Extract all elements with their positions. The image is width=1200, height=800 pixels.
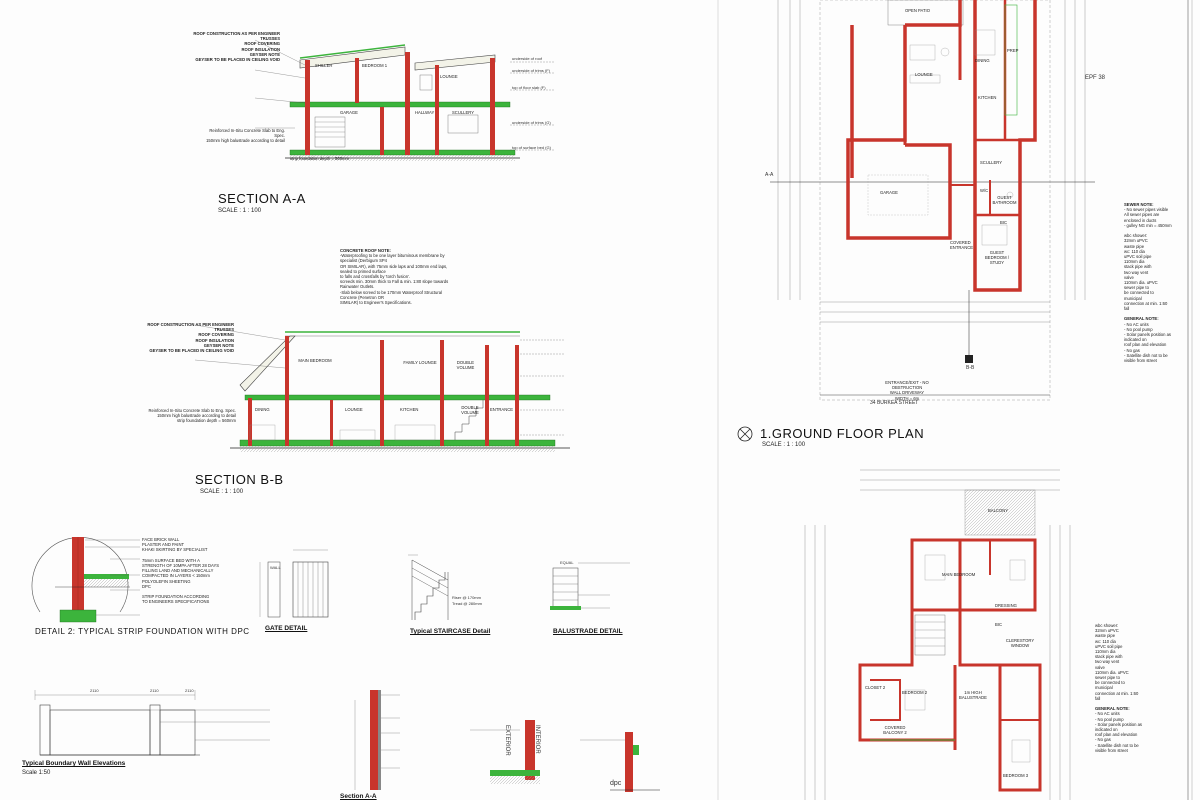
interior-label: INTERIOR <box>534 725 540 754</box>
tread-label: Tread @ 280mm <box>452 601 482 606</box>
staircase-detail-title: Typical STAIRCASE Detail <box>410 628 491 635</box>
dpc-label: dpc <box>610 780 622 787</box>
level-label: top of surface bed (G) <box>512 145 551 150</box>
room-label: BEDROOM 2 <box>902 690 928 695</box>
room-label: SHILLER <box>315 63 333 68</box>
room-label: LOUNGE <box>345 407 363 412</box>
room-label: COVERED ENTRANCE <box>950 240 974 250</box>
room-label: GUEST BATHROOM <box>992 195 1017 205</box>
gate-detail-drawing <box>259 549 329 618</box>
room-label: SCULLERY <box>980 160 1003 165</box>
sewer-note-lower: wbc shower: 32mm uPVC waste pipe wc: 110… <box>1095 623 1143 753</box>
section-aa-title: SECTION A-A <box>218 191 306 206</box>
boundary-wall-title: Typical Boundary Wall Elevations <box>22 760 126 767</box>
detail-2-title: DETAIL 2: TYPICAL STRIP FOUNDATION WITH … <box>35 627 250 636</box>
room-label: GARAGE <box>340 110 358 115</box>
balustrade-detail-drawing <box>550 562 630 610</box>
ground-floor-plan-drawing <box>737 0 1095 442</box>
exterior-label: EXTERIOR <box>504 725 510 756</box>
riser-label: Riser @ 170mm <box>452 595 481 600</box>
detail-2-drawing <box>31 537 140 623</box>
room-label: 1m HIGH BALUSTRADE <box>959 690 987 700</box>
wall-dim: 2110 <box>185 688 194 693</box>
section-bb-notes: ROOF CONSTRUCTION AS PER ENGINEER TRUSSE… <box>147 322 234 354</box>
room-label: BIC <box>995 622 1002 627</box>
level-label: underside of roof <box>512 56 543 61</box>
room-label: DINING <box>975 58 990 63</box>
section-aa-scale: SCALE : 1 : 100 <box>218 208 262 214</box>
room-label: COVERED BALCONY 2 <box>883 725 907 735</box>
room-label: SCULLERY <box>452 110 475 115</box>
ground-floor-title: 1.GROUND FLOOR PLAN <box>760 426 925 441</box>
section-aa-slab-note: Reinforced In-Situ Concrete Slab to Eng.… <box>206 128 285 144</box>
boundary-wall-drawing <box>34 690 270 756</box>
room-label: KITCHEN <box>978 95 997 100</box>
room-label: BALCONY <box>988 508 1009 513</box>
wall-dim: 2110 <box>150 688 159 693</box>
section-bb-slab-note: Reinforced In-Situ Concrete Slab to Eng.… <box>148 408 236 424</box>
staircase-detail-drawing <box>408 554 449 620</box>
first-floor-plan-drawing <box>804 469 1071 800</box>
room-label: DINING <box>255 407 270 412</box>
level-label: underside of trims (F) <box>512 68 551 73</box>
room-label: LOUNGE <box>440 74 458 79</box>
gate-detail-title: GATE DETAIL <box>265 625 308 632</box>
room-label: W/C <box>980 188 989 193</box>
room-label: BEDROOM 3 <box>1003 773 1029 778</box>
section-bb-scale: SCALE : 1 : 100 <box>200 489 244 495</box>
section-bb-title: SECTION B-B <box>195 472 284 487</box>
section-marker-bb: B-B <box>966 365 975 371</box>
section-marker-aa: A-A <box>765 172 774 178</box>
room-label: DOUBLE VOLUME <box>461 405 479 415</box>
room-label: CLERESTORY WINDOW <box>1005 638 1035 648</box>
section-aa-drawing <box>254 39 555 161</box>
entrance-note: ENTRANCE/EXIT - NO OBSTRUCTION WALL DRIV… <box>885 380 929 401</box>
section-a-small-title: Section A-A <box>340 793 377 800</box>
boundary-wall-scale: Scale 1:50 <box>22 770 51 776</box>
level-label: top of floor slab (F) <box>512 85 546 90</box>
street-name: 34 BURKEA STREET <box>870 400 919 406</box>
room-label: DOUBLE VOLUME <box>456 360 475 370</box>
room-label: MAIN BEDROOM <box>298 358 332 363</box>
section-bb-drawing <box>194 324 570 452</box>
room-label: DRESSING <box>995 603 1017 608</box>
room-label: GARAGE <box>880 190 898 195</box>
balustrade-detail-title: BALUSTRADE DETAIL <box>553 628 623 635</box>
concrete-roof-note: CONCRETE ROOF NOTE: -Waterproofing to be… <box>340 248 449 306</box>
room-label: GUEST BEDROOM / STUDY <box>985 250 1009 265</box>
section-a-small-drawing <box>354 690 660 792</box>
room-label: PREP <box>1007 48 1019 53</box>
section-aa-foundation-note: strip foundation depth = 560mm <box>290 156 350 161</box>
room-label: BIC <box>1000 220 1007 225</box>
room-label: BEDROOM 1 <box>362 63 388 68</box>
room-label: ENTRANCE <box>490 407 514 412</box>
room-label: CLOSET 2 <box>865 685 886 690</box>
balustrade-equal-label: EQUAL <box>560 560 574 565</box>
erf-marker: EPF 38 <box>1085 75 1106 81</box>
room-label: HALLWAY <box>415 110 435 115</box>
detail-2-notes: FACE BRICK WALL PLASTER AND PAINT KHAKI … <box>142 537 220 605</box>
sewer-note-upper: SEWER NOTE: - No sewer pipes visible All… <box>1124 202 1172 364</box>
room-label: KITCHEN <box>400 407 419 412</box>
section-aa-notes: ROOF CONSTRUCTION AS PER ENGINEER TRUSSE… <box>193 31 280 63</box>
room-label: MAIN BEDROOM <box>942 572 976 577</box>
room-label: FAMILY LOUNGE <box>403 360 437 365</box>
wall-dim: 2110 <box>90 688 99 693</box>
ground-floor-scale: SCALE : 1 : 100 <box>762 442 806 448</box>
room-label: LOUNGE <box>915 72 933 77</box>
level-label: underside of trims (G) <box>512 120 551 125</box>
gate-wall-label: WALL <box>270 565 281 570</box>
room-label: OPEN PATIO <box>905 8 930 13</box>
